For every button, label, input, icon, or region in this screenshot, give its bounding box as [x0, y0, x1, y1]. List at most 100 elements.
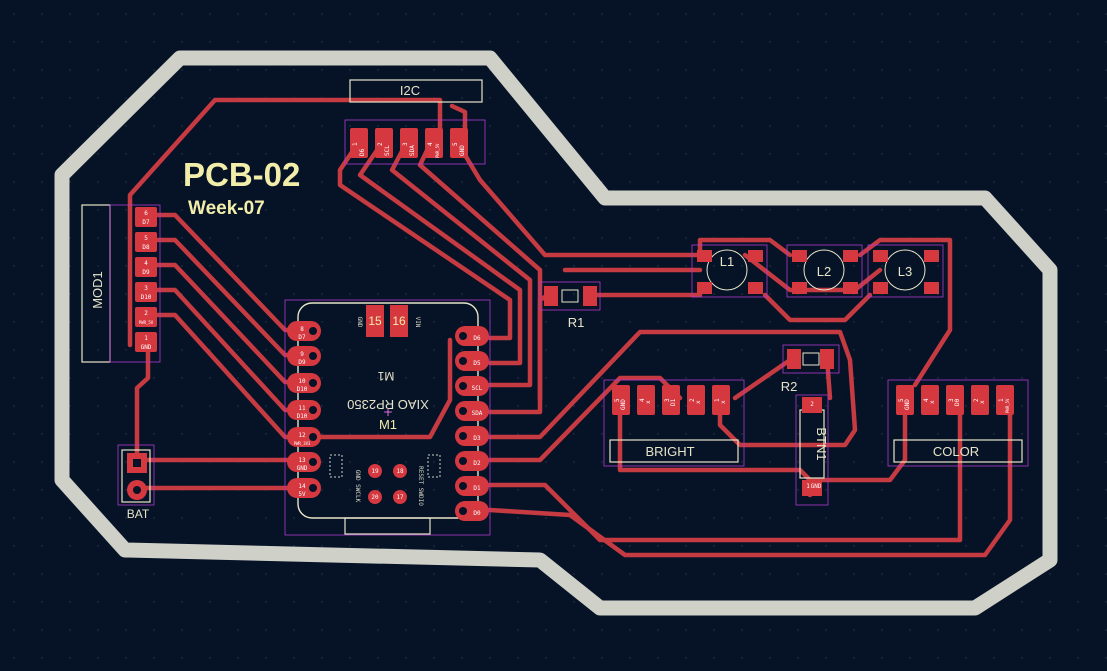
color-pin-label-d0: D0	[954, 398, 961, 406]
i2c-pin-label-2: SCL	[384, 145, 391, 156]
r2-ref-label: R2	[781, 379, 798, 394]
bright-pin-label-x3: x	[720, 400, 727, 404]
i2c-pin-label-5: GND	[459, 145, 466, 156]
color-pin-label-x1: x	[929, 400, 936, 404]
m1-left-label-14: 5V	[298, 491, 306, 498]
l1-ref-label: L1	[720, 254, 734, 269]
led-l3[interactable]: L3	[867, 244, 944, 298]
bright-pin-4: 4	[639, 398, 646, 402]
i2c-pads	[350, 128, 468, 158]
i2c-ref-label: I2C	[400, 83, 420, 98]
m1-left-pin-14: 14	[298, 483, 306, 490]
bat-ref-label: BAT	[127, 507, 150, 521]
mod1-pin-4: 4	[144, 260, 148, 267]
i2c-pin-5: 5	[452, 142, 459, 146]
m1-right-label-d0: D0	[473, 510, 481, 517]
connector-bat[interactable]: BAT	[117, 444, 155, 521]
mod1-pin-3: 3	[144, 285, 148, 292]
m1-bottom-label-right: RESET SWDIO	[417, 466, 424, 506]
color-pin-4: 4	[923, 398, 930, 402]
bright-pin-1: 1	[714, 398, 721, 402]
mod1-pin-label-1: GND	[141, 344, 152, 351]
board-subtitle: Week-07	[188, 198, 265, 219]
m1-pad-15	[366, 305, 384, 337]
m1-left-pads	[287, 321, 321, 498]
btn1-ref-label: BTN1	[814, 427, 829, 460]
connector-color[interactable]: COLOR 5 GND 4 x 3 D0 2 x 1 PWR_5V	[887, 379, 1029, 467]
mod1-pin-label-6: D7	[142, 219, 150, 226]
color-pin-5: 5	[898, 398, 905, 402]
i2c-pin-1: 1	[352, 142, 359, 146]
m1-right-label-d1: D1	[473, 485, 481, 492]
color-pin-label-gnd: GND	[904, 399, 911, 410]
mod1-pin-label-3: D10	[141, 294, 152, 301]
led-l2[interactable]: L2	[786, 244, 863, 298]
m1-pad-20-label: 20	[371, 494, 379, 501]
board-outline	[54, 50, 1058, 616]
mod1-pin-label-2: PWR_5V	[139, 320, 154, 325]
bright-pin-5: 5	[614, 398, 621, 402]
bright-pin-label-gnd: GND	[620, 399, 627, 410]
i2c-pin-label-3: SDA	[409, 145, 416, 156]
mod1-pin-2: 2	[144, 310, 148, 317]
connector-mod1[interactable]: MOD1 6 D7 5 D8 4 D9 3 D10 2 PWR_5V 1 GND	[81, 204, 161, 363]
l3-ref-label: L3	[898, 264, 912, 279]
mod1-pin-6: 6	[144, 210, 148, 217]
m1-top-label-gnd: GND	[356, 317, 363, 328]
m1-right-label-sda: SDA	[472, 410, 483, 417]
mod1-pin-1: 1	[144, 335, 148, 342]
m1-right-label-d2: D2	[473, 460, 481, 467]
bright-pin-3: 3	[664, 398, 671, 402]
m1-left-label-8: D7	[298, 334, 306, 341]
button-btn1[interactable]: BTN1 2 1 GND	[795, 394, 829, 506]
m1-right-label-d5: D5	[473, 360, 481, 367]
m1-right-label-scl: SCL	[472, 385, 483, 392]
m1-pad-19	[368, 464, 382, 478]
m1-left-label-9: D9	[298, 359, 306, 366]
m1-left-pin-12: 12	[298, 432, 306, 439]
btn1-pin-1: 1	[806, 483, 810, 490]
m1-ref-label: M1	[379, 417, 397, 432]
m1-left-pin-9: 9	[300, 351, 304, 358]
board-title: PCB-02	[183, 156, 300, 193]
m1-left-pin-13: 13	[298, 457, 306, 464]
connector-bright[interactable]: BRIGHT 5 GND 4 x 3 D1 2 x 1 x	[603, 379, 745, 467]
m1-value-label: XIAO RP2350	[347, 397, 429, 412]
color-pin-label-5v: PWR_5V	[1005, 398, 1010, 413]
m1-pad-18	[393, 464, 407, 478]
m1-left-label-10: D10	[297, 386, 308, 393]
resistor-r2[interactable]: R2	[781, 344, 840, 394]
m1-pad-15-label: 15	[368, 314, 382, 328]
m1-fab-ref: M1	[377, 369, 394, 383]
copper-traces	[127, 97, 1013, 558]
m1-right-label-d3: D3	[473, 435, 481, 442]
m1-left-pin-8: 8	[300, 326, 304, 333]
mod1-pads	[135, 207, 157, 352]
mod1-pin-label-5: D8	[142, 244, 150, 251]
m1-pad-19-label: 19	[371, 468, 379, 475]
m1-left-pin-10: 10	[298, 378, 306, 385]
m1-bottom-label-left: GND SWCLK	[354, 470, 361, 503]
resistor-r1[interactable]: R1	[539, 281, 601, 330]
i2c-pin-2: 2	[377, 142, 384, 146]
bright-ref-label: BRIGHT	[645, 444, 694, 459]
m1-pad-18-label: 18	[396, 468, 404, 475]
m1-left-label-11: D10	[297, 413, 308, 420]
connector-i2c[interactable]: I2C 1 2 3 4 5 D6 SCL SDA PWR_5V GND	[344, 79, 486, 165]
module-m1-xiao[interactable]: 15 16 GND VIN M1 XIAO RP2350 M1 + 8 D	[284, 299, 491, 536]
mod1-pin-5: 5	[144, 235, 148, 242]
m1-origin-marker: +	[383, 405, 393, 419]
btn1-pin-2: 2	[810, 401, 814, 408]
m1-pad-17	[393, 490, 407, 504]
r1-ref-label: R1	[568, 315, 585, 330]
color-pin-1: 1	[998, 398, 1005, 402]
m1-right-pads	[455, 326, 489, 521]
m1-left-label-12: PWR_3V3	[294, 441, 311, 446]
led-l1[interactable]: L1	[691, 244, 768, 298]
bright-pin-2: 2	[689, 398, 696, 402]
i2c-pin-label-4: PWR_5V	[435, 143, 440, 158]
l2-ref-label: L2	[817, 264, 831, 279]
m1-top-label-vin: VIN	[414, 317, 421, 328]
